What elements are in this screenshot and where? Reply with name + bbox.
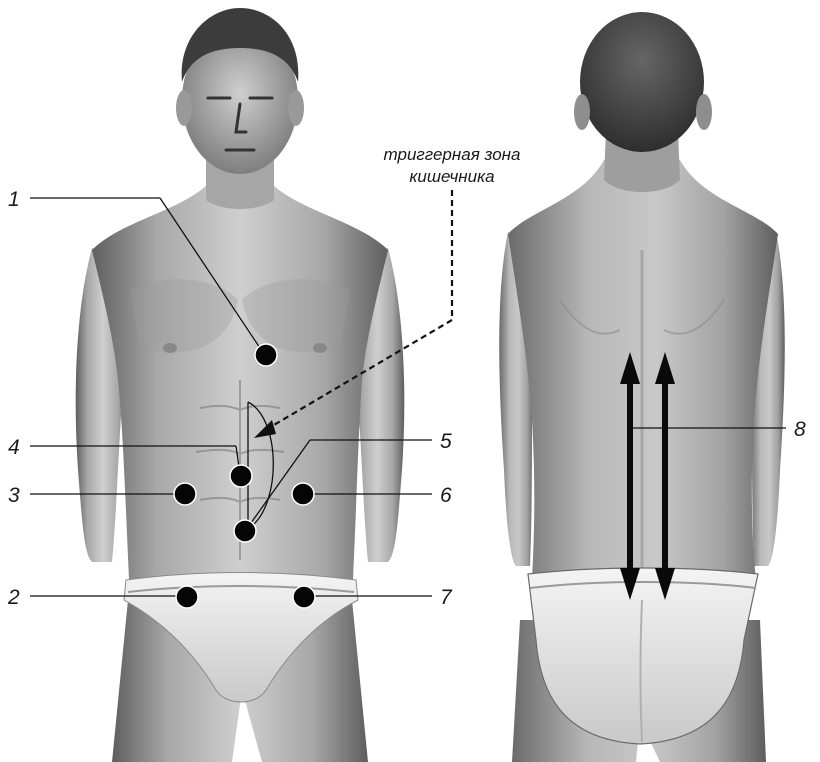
back-head [580, 12, 704, 152]
back-ear-left [574, 94, 590, 130]
label-1: 1 [8, 188, 20, 211]
marker-7 [293, 586, 315, 608]
front-nipple-left [163, 343, 177, 353]
marker-1 [255, 344, 277, 366]
marker-3 [174, 483, 196, 505]
back-ear-right [696, 94, 712, 130]
marker-5 [234, 520, 256, 542]
front-figure [76, 8, 405, 762]
marker-2 [176, 586, 198, 608]
callout-text-line2: кишечника [409, 167, 494, 186]
front-nipple-right [313, 343, 327, 353]
front-ear-left [176, 90, 192, 126]
label-8: 8 [794, 418, 806, 441]
label-5: 5 [440, 430, 452, 453]
label-7: 7 [440, 586, 453, 609]
front-ear-right [288, 90, 304, 126]
label-3: 3 [8, 484, 20, 507]
callout-text-line1: триггерная зона [384, 145, 521, 164]
marker-6 [292, 483, 314, 505]
label-4: 4 [8, 436, 20, 459]
back-figure [499, 12, 785, 762]
label-2: 2 [7, 586, 20, 609]
marker-4 [230, 465, 252, 487]
label-6: 6 [440, 484, 452, 507]
